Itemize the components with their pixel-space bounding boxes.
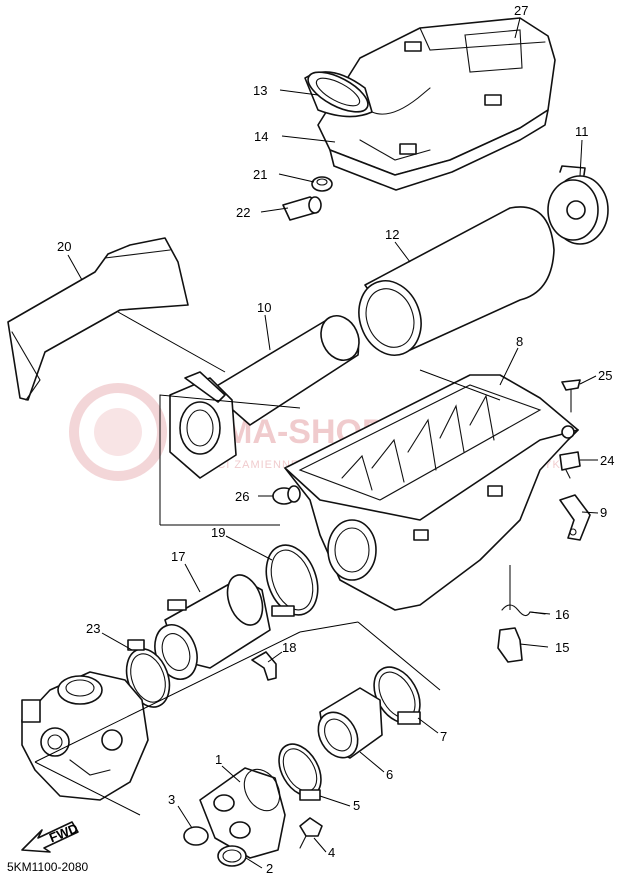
callout-23: 23 (86, 621, 100, 636)
part-25-screw[interactable] (561, 379, 581, 413)
leader-lines (67, 17, 599, 869)
callout-2: 2 (266, 861, 273, 876)
carburetor (21, 671, 149, 801)
part-10-filter-guide[interactable] (169, 310, 366, 479)
part-6-joint[interactable] (310, 687, 383, 765)
drawing-code: 5KM1100-2080 (7, 860, 89, 874)
part-24-nut[interactable] (559, 451, 581, 479)
callout-10: 10 (257, 300, 271, 315)
part-3-o-ring[interactable] (183, 826, 209, 846)
part-22-elbow-joint[interactable] (282, 196, 322, 221)
part-11-cap[interactable] (547, 165, 609, 245)
callout-18: 18 (282, 640, 296, 655)
callout-11: 11 (575, 124, 589, 139)
callout-19: 19 (211, 525, 225, 540)
callouts: 27 13 14 21 22 11 12 20 10 8 25 24 9 26 … (57, 3, 614, 876)
callout-21: 21 (253, 167, 267, 182)
callout-16: 16 (555, 607, 569, 622)
part-7-clamp[interactable] (365, 659, 430, 731)
callout-15: 15 (555, 640, 569, 655)
part-12-filter-element[interactable] (349, 206, 555, 364)
part-18-elbow[interactable] (251, 651, 277, 681)
callout-7: 7 (440, 729, 447, 744)
callout-12: 12 (385, 227, 399, 242)
part-15-holder[interactable] (497, 627, 523, 663)
part-4-bolt[interactable] (299, 817, 323, 849)
fwd-label: FWD (47, 820, 80, 845)
part-17-carburetor-joint[interactable] (148, 570, 271, 685)
part-26-grommet[interactable] (272, 485, 301, 505)
fwd-arrow-icon: FWD (21, 820, 80, 853)
part-16-spring[interactable] (501, 604, 546, 617)
callout-8: 8 (516, 334, 523, 349)
callout-17: 17 (171, 549, 185, 564)
part-9-clip[interactable] (559, 494, 591, 541)
callout-26: 26 (235, 489, 249, 504)
part-2-gasket[interactable] (217, 845, 247, 867)
part-20-shield[interactable] (7, 237, 189, 401)
part-13-intake-duct[interactable] (302, 64, 431, 120)
callout-1: 1 (215, 752, 222, 767)
part-27-airbox-cover[interactable] (317, 17, 556, 191)
callout-13: 13 (253, 83, 267, 98)
callout-6: 6 (386, 767, 393, 782)
part-1-intake-manifold[interactable] (199, 763, 287, 859)
part-21-grommet[interactable] (311, 176, 333, 192)
callout-27: 27 (514, 3, 528, 18)
callout-22: 22 (236, 205, 250, 220)
part-19-clamp[interactable] (257, 538, 327, 622)
callout-24: 24 (600, 453, 614, 468)
part-5-clamp[interactable] (270, 737, 329, 803)
callout-9: 9 (600, 505, 607, 520)
callout-20: 20 (57, 239, 71, 254)
callout-3: 3 (168, 792, 175, 807)
callout-25: 25 (598, 368, 612, 383)
callout-5: 5 (353, 798, 360, 813)
assembly-lines (34, 311, 511, 816)
callout-14: 14 (254, 129, 268, 144)
callout-4: 4 (328, 845, 335, 860)
part-8-filter-case[interactable] (284, 374, 579, 611)
